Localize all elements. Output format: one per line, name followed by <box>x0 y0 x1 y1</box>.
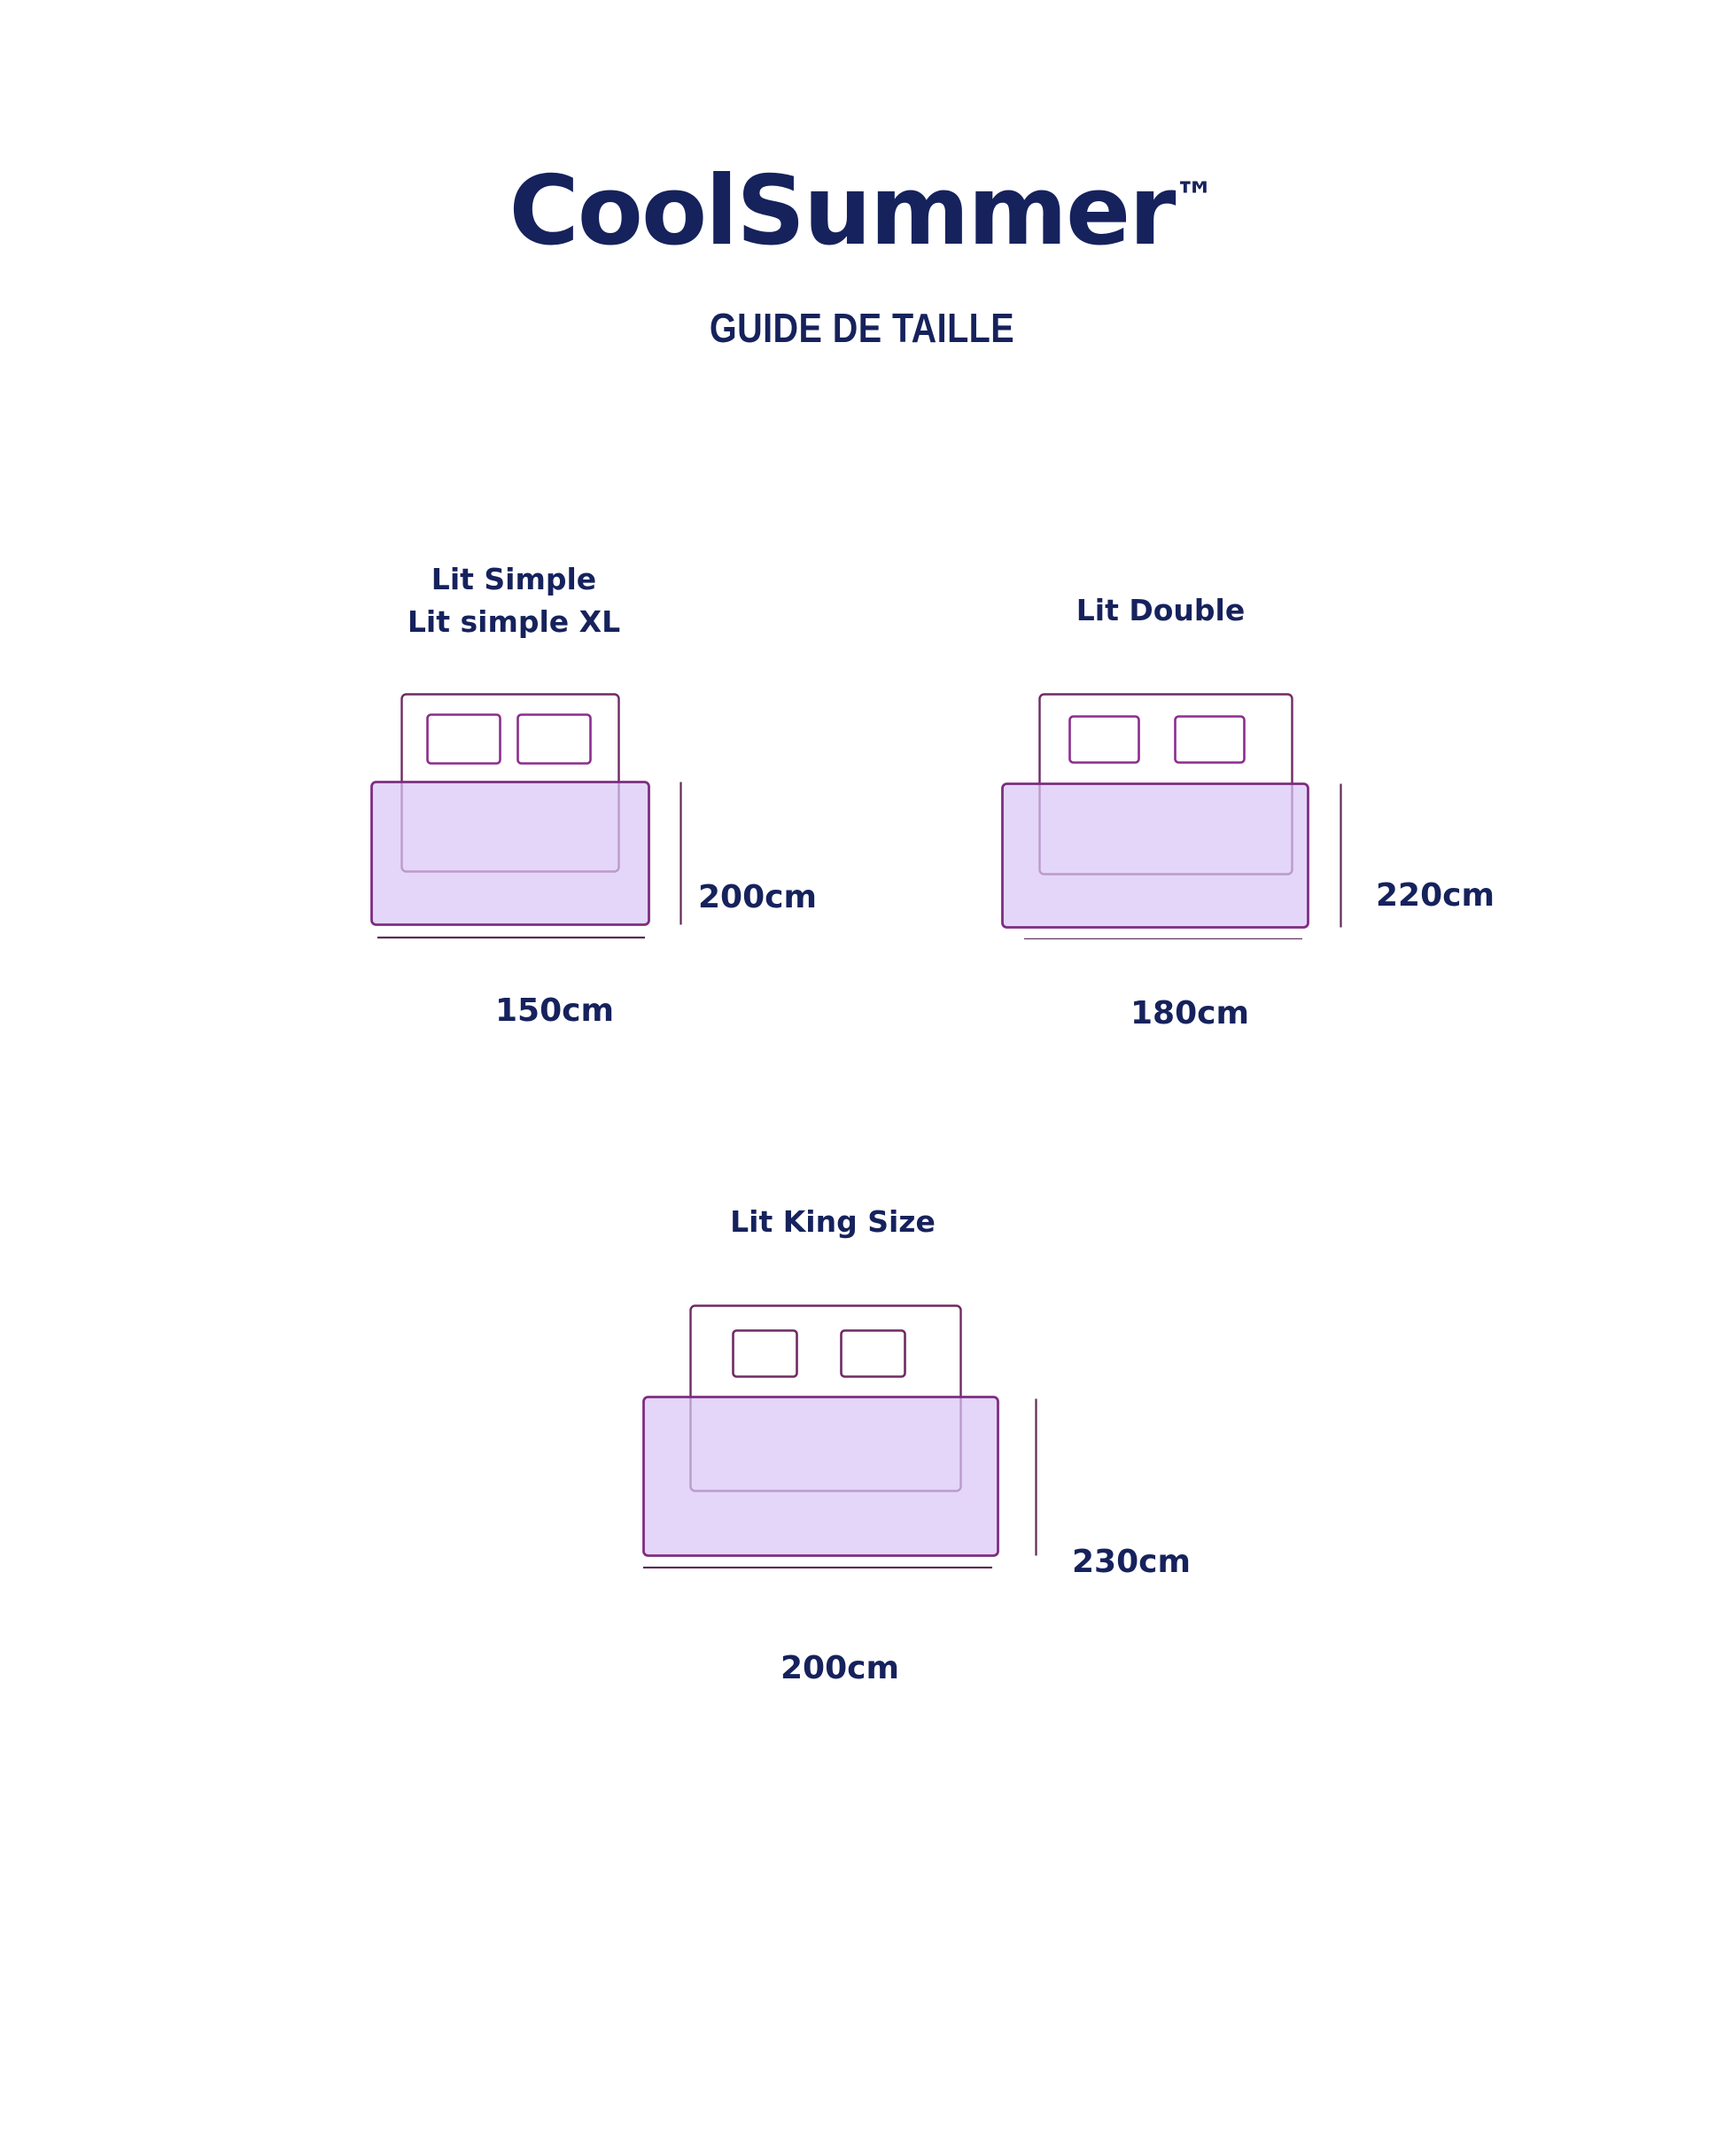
pillow-left <box>732 1329 798 1378</box>
width-label-king: 200cm <box>780 1650 899 1686</box>
brand-title: CoolSummer™ <box>0 0 1724 260</box>
bed-diagram-double <box>1001 693 1342 939</box>
page-header: CoolSummer™ GUIDE DE TAILLE <box>0 0 1724 352</box>
bed-figure-single: Lit Simple Lit simple XL 200cm 150cm <box>266 558 817 1125</box>
pillow-left <box>1068 715 1140 764</box>
duvet-shape <box>370 781 650 926</box>
pillow-left <box>426 713 501 765</box>
pillow-right <box>516 713 592 765</box>
bed-diagram-king <box>642 1304 1037 1568</box>
duvet-shape <box>1001 782 1309 929</box>
height-label-king: 230cm <box>1072 1544 1191 1580</box>
height-label-double: 220cm <box>1376 877 1495 914</box>
duvet-shape <box>642 1396 999 1557</box>
trademark-symbol: ™ <box>1174 173 1215 221</box>
width-label-single: 150cm <box>495 992 614 1029</box>
pillow-right <box>1174 715 1246 764</box>
bed-figure-double: Lit Double 220cm 180cm <box>939 589 1495 1125</box>
brand-name: CoolSummer <box>509 156 1177 267</box>
height-label-single: 200cm <box>698 879 817 915</box>
page-subtitle: GUIDE DE TAILLE <box>709 305 1015 351</box>
width-label-double: 180cm <box>1130 995 1249 1031</box>
bed-label-king: Lit King Size <box>730 1204 936 1239</box>
bed-label-single: Lit Simple Lit simple XL <box>407 562 621 639</box>
pillow-right <box>840 1329 906 1378</box>
bed-label-double: Lit Double <box>1076 593 1246 627</box>
bed-figure-king: Lit King Size 230cm 200cm <box>567 1201 1240 1750</box>
bed-diagram-single <box>370 693 682 939</box>
